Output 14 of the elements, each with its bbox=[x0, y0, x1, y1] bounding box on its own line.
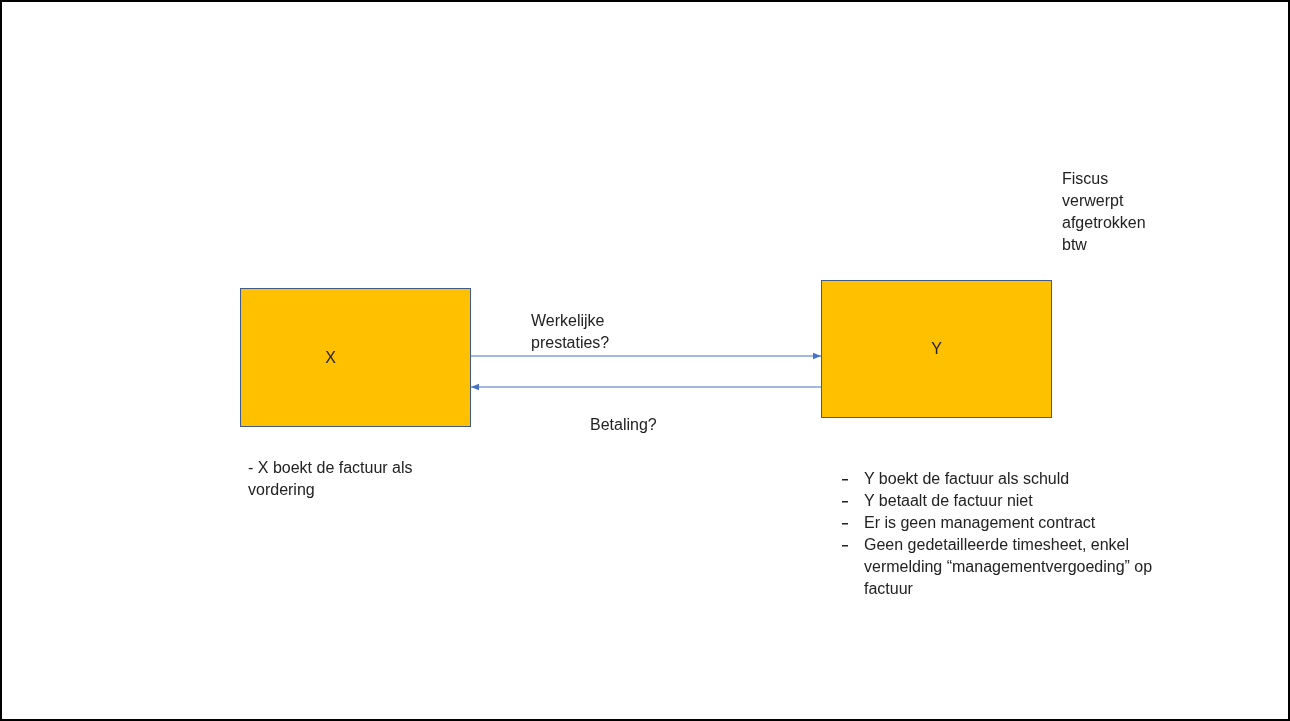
bullet-text: Y boekt de factuur als schuld bbox=[864, 470, 1070, 487]
node-label: Y bbox=[931, 340, 942, 358]
edge-label: Werkelijke prestaties? bbox=[531, 311, 611, 353]
process-box bbox=[821, 280, 1052, 418]
bullet-text: Geen gedetailleerde timesheet, enkel vermelding “managementvergoeding” op factuur bbox=[864, 536, 1153, 597]
note-text: Fiscus verwerpt afgetrokken btw bbox=[1062, 169, 1147, 255]
process-box bbox=[240, 288, 471, 427]
node-label: X bbox=[325, 348, 336, 367]
bullet-text: Er is geen management contract bbox=[864, 514, 1096, 531]
arrow bbox=[470, 383, 822, 391]
arrow bbox=[470, 352, 822, 360]
bullet-text: Y betaalt de factuur niet bbox=[864, 492, 1033, 509]
edge-label: Betaling? bbox=[590, 415, 658, 435]
note-text: - X boekt de factuur als vordering bbox=[248, 458, 414, 500]
